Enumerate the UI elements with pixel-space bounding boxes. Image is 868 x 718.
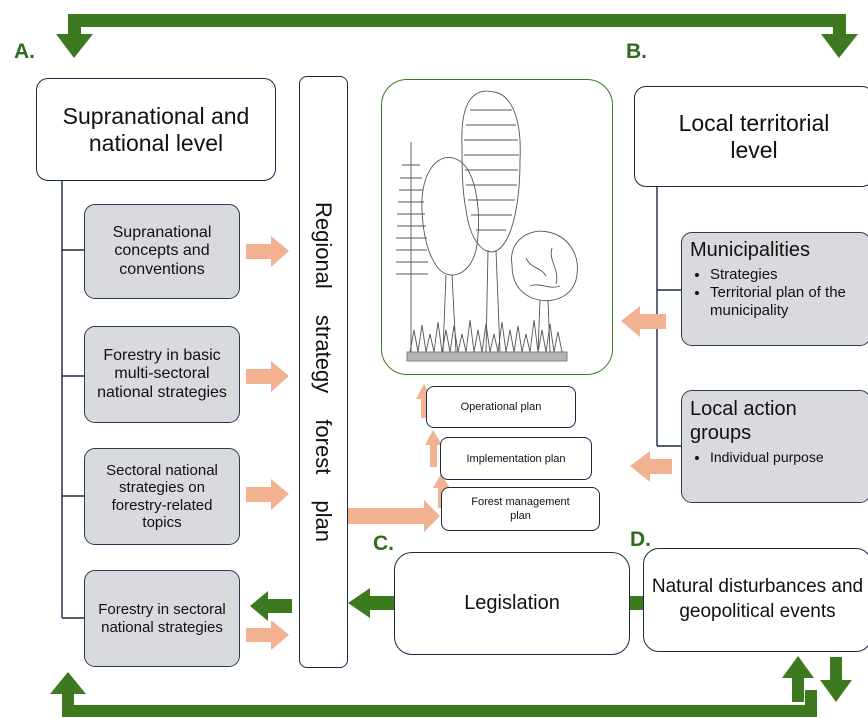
implementation-plan-box: Implementation plan <box>440 437 592 480</box>
disturbances-label: Natural disturbances and geopolitical ev… <box>651 576 864 622</box>
forest-management-plan-label: Forest management plan <box>471 495 570 522</box>
operational-plan-box: Operational plan <box>426 386 576 428</box>
forest-frame <box>381 79 613 375</box>
operational-plan-label: Operational plan <box>460 401 542 413</box>
national-tree-lines <box>61 180 84 619</box>
local-level-box: Local territorial level <box>634 86 868 187</box>
municipalities-box: Municipalities Strategies Territorial pl… <box>681 232 868 346</box>
local-action-groups-box: Local action groups Individual purpose <box>681 390 868 503</box>
national-level-title: Supranational and national level <box>62 103 250 156</box>
forest-illustration <box>396 90 578 362</box>
municipalities-title: Municipalities <box>690 239 811 261</box>
lag-bullet: Individual purpose <box>710 449 862 466</box>
national-item-4: Forestry in sectoral national strategies <box>84 570 240 667</box>
regional-plan-box: Regional strategy forest plan <box>299 76 348 668</box>
green-arrow-to-sectoral <box>250 591 292 621</box>
label-c: C. <box>373 532 394 555</box>
regional-plan-title: Regional strategy forest plan <box>311 201 337 543</box>
national-item-label: Sectoral national strategies on forestry… <box>106 462 218 531</box>
salmon-arrows-right <box>621 306 672 482</box>
national-item-1: Supranational concepts and conventions <box>84 204 240 299</box>
legislation-box: Legislation <box>394 552 630 655</box>
top-green-loop-arrow <box>56 14 858 58</box>
label-b: B. <box>626 40 647 63</box>
implementation-plan-label: Implementation plan <box>466 452 566 465</box>
label-a: A. <box>14 40 35 63</box>
up-down-arrows <box>782 656 852 702</box>
national-item-label: Forestry in basic multi-sectoral nationa… <box>97 346 227 401</box>
municipalities-bullet: Territorial plan of the municipality <box>710 284 862 320</box>
disturbances-box: Natural disturbances and geopolitical ev… <box>643 548 868 652</box>
label-d: D. <box>630 528 651 551</box>
salmon-arrow-regional-to-plans <box>336 500 440 532</box>
legislation-label: Legislation <box>464 592 560 614</box>
municipalities-bullet: Strategies <box>710 266 862 284</box>
lag-title: Local action groups <box>690 398 797 444</box>
salmon-arrows-left <box>246 236 289 650</box>
national-item-label: Forestry in sectoral national strategies <box>98 601 226 636</box>
national-item-label: Supranational concepts and conventions <box>112 223 212 278</box>
national-level-box: Supranational and national level <box>36 78 276 181</box>
national-item-3: Sectoral national strategies on forestry… <box>84 448 240 545</box>
forest-management-plan-box: Forest management plan <box>441 487 600 531</box>
local-level-title: Local territorial level <box>678 110 830 163</box>
bottom-green-loop-arrow <box>50 672 817 717</box>
national-item-2: Forestry in basic multi-sectoral nationa… <box>84 326 240 423</box>
